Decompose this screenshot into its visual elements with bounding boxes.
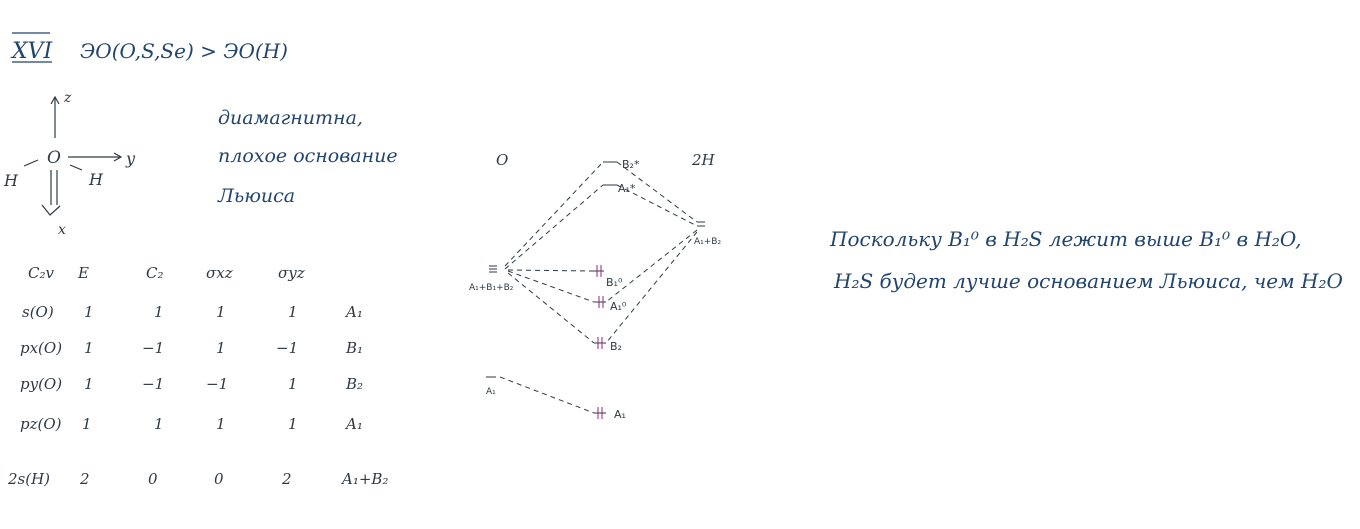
electronegativity-relation: ЭО(O,S,Se) > ЭО(H) (80, 39, 288, 63)
svg-text:диамагнитна,: диамагнитна, (218, 107, 363, 129)
hydrogen-column-label: 2H (691, 151, 716, 169)
svg-text:−1: −1 (276, 339, 298, 357)
svg-text:1: 1 (288, 415, 298, 433)
svg-text:pz(O): pz(O) (20, 415, 62, 433)
svg-text:A₁*: A₁* (618, 182, 636, 195)
svg-text:1: 1 (154, 415, 164, 433)
svg-text:1: 1 (84, 339, 94, 357)
svg-text:2: 2 (281, 470, 292, 488)
svg-text:1: 1 (84, 375, 94, 393)
hydrogen-left-label: H (3, 171, 19, 190)
correlation-lines (499, 161, 698, 414)
table-row: pz(O) 1 1 1 1 A₁ (20, 415, 363, 433)
table-header: σxz (206, 264, 233, 282)
table-header: E (77, 264, 89, 282)
svg-text:A₁: A₁ (344, 303, 363, 321)
table-row: s(O) 1 1 1 1 A₁ (22, 303, 363, 321)
svg-text:1: 1 (216, 415, 226, 433)
svg-text:1: 1 (216, 339, 226, 357)
svg-text:Льюиса: Льюиса (217, 185, 295, 207)
section-number: XVI (10, 39, 54, 64)
mo-diagram: O 2H A₁+B₁+B₂ A₁ A₁+B₂ (469, 151, 721, 421)
character-table: C₂v E C₂ σxz σyz s(O) 1 1 1 1 A₁ px(O) 1… (7, 264, 388, 488)
svg-text:2s(H): 2s(H) (7, 470, 50, 488)
hydrogen-right-label: H (88, 170, 104, 189)
diamagnetic-note: диамагнитна, плохое основание Льюиса (217, 107, 398, 207)
svg-text:B₁: B₁ (345, 339, 363, 357)
table-row: px(O) 1 −1 1 −1 B₁ (20, 339, 363, 357)
axis-z-label: z (63, 90, 72, 106)
svg-text:A₁: A₁ (486, 387, 496, 397)
svg-text:A₁+B₂: A₁+B₂ (694, 237, 721, 247)
conclusion-note: Поскольку B₁⁰ в H₂S лежит выше B₁⁰ в H₂O… (829, 227, 1343, 293)
svg-text:px(O): px(O) (20, 339, 62, 357)
svg-text:A₁: A₁ (614, 408, 626, 421)
svg-text:s(O): s(O) (22, 303, 54, 321)
table-header: C₂ (146, 264, 164, 282)
heading: XVI ЭО(O,S,Se) > ЭО(H) (10, 32, 288, 64)
svg-text:1: 1 (216, 303, 226, 321)
mo-levels (592, 161, 617, 414)
table-row: py(O) 1 −1 −1 1 B₂ (20, 375, 363, 393)
water-molecule-sketch (23, 95, 123, 216)
svg-text:H₂S будет лучше основанием Лью: H₂S будет лучше основанием Льюиса, чем H… (833, 269, 1343, 293)
svg-text:−1: −1 (142, 375, 164, 393)
axis-x-label: x (58, 222, 66, 238)
svg-text:0: 0 (214, 470, 224, 488)
table-header: σyz (278, 264, 305, 282)
svg-text:A₁⁰: A₁⁰ (610, 300, 627, 313)
svg-text:B₁⁰: B₁⁰ (606, 276, 623, 289)
svg-text:1: 1 (288, 303, 298, 321)
oxygen-column-label: O (496, 151, 508, 169)
hydrogen-level (697, 221, 705, 227)
electron-pairs (596, 265, 604, 419)
svg-text:0: 0 (148, 470, 158, 488)
svg-text:2: 2 (79, 470, 90, 488)
svg-text:B₂: B₂ (345, 375, 363, 393)
svg-text:py(O): py(O) (20, 375, 62, 393)
oxygen-upper-level (489, 265, 497, 273)
svg-text:Поскольку B₁⁰ в H₂S лежит выше: Поскольку B₁⁰ в H₂S лежит выше B₁⁰ в H₂O… (829, 227, 1302, 251)
svg-text:1: 1 (84, 303, 94, 321)
svg-text:−1: −1 (142, 339, 164, 357)
svg-text:1: 1 (154, 303, 164, 321)
svg-text:B₂*: B₂* (622, 158, 640, 171)
svg-text:1: 1 (288, 375, 298, 393)
svg-text:плохое основание: плохое основание (218, 145, 398, 167)
svg-text:A₁+B₁+B₂: A₁+B₁+B₂ (469, 283, 514, 293)
svg-text:1: 1 (82, 415, 92, 433)
axis-y-label: y (125, 149, 136, 168)
svg-text:A₁+B₂: A₁+B₂ (340, 470, 388, 488)
svg-text:−1: −1 (206, 375, 228, 393)
svg-text:B₂: B₂ (610, 340, 622, 353)
oxygen-atom-label: O (47, 148, 61, 168)
table-header: C₂v (28, 264, 54, 282)
svg-text:A₁: A₁ (344, 415, 363, 433)
table-row: 2s(H) 2 0 0 2 A₁+B₂ (7, 470, 388, 488)
